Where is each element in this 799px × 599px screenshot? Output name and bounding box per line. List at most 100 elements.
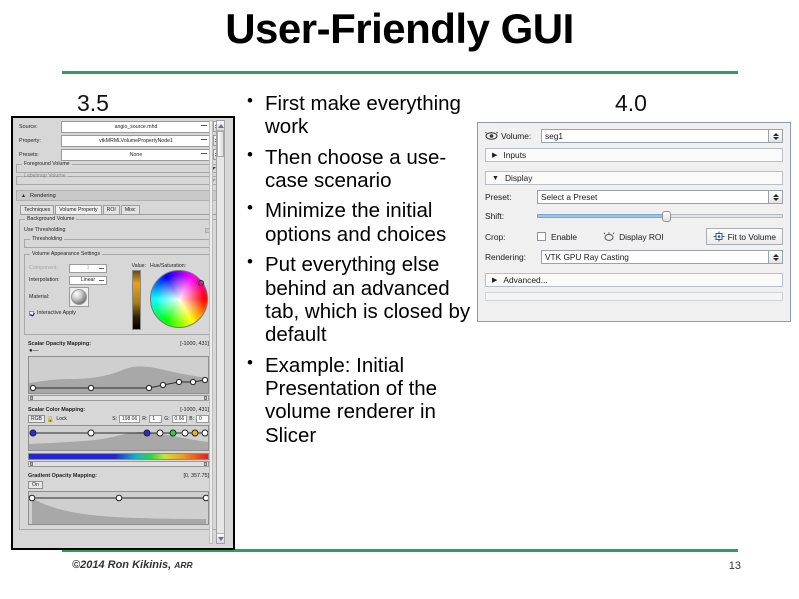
b-label: B: (189, 416, 194, 423)
eyedropper-icon[interactable]: ●— (29, 348, 39, 355)
tab-misc[interactable]: Misc (120, 205, 140, 215)
volume-label: Volume: (501, 131, 532, 141)
fit-to-volume-button[interactable]: Fit to Volume (705, 228, 783, 245)
volume-value: seg1 (545, 131, 563, 141)
component-field[interactable]: 1 (69, 263, 107, 273)
color-transfer-strip[interactable] (28, 453, 209, 461)
volume-spinner[interactable] (769, 129, 783, 143)
interpolation-label: Interpolation: (29, 277, 60, 284)
footer-copyright-text: ©2014 Ron Kikinis, (72, 559, 172, 571)
source-row: Source: angio_source.mhd (16, 120, 221, 133)
interpolation-value: Linear (80, 277, 96, 284)
list-item: Example: Initial Presentation of the vol… (245, 353, 473, 447)
crop-label: Crop: (485, 231, 506, 242)
tab-volume-property[interactable]: Volume Property (55, 205, 102, 215)
advanced-label: Advanced... (503, 275, 548, 285)
component-row: Component: 1 (29, 262, 127, 274)
value-gradient-bar[interactable] (131, 270, 141, 331)
gradient-opacity-header: Gradient Opacity Mapping: [0, 357.75] (24, 473, 213, 479)
advanced-collapsible-header[interactable]: ▶ Advanced... (485, 273, 783, 287)
fit-to-volume-icon (713, 231, 725, 242)
rgb-mode-button[interactable]: RGB (28, 415, 45, 424)
b-value-field[interactable]: 0 (196, 415, 209, 424)
preset-label: Preset: (485, 192, 512, 202)
rendering-combobox[interactable]: VTK GPU Ray Casting (541, 250, 769, 264)
slicer-4-0-panel-screenshot: Volume: seg1 ▶ Inputs ▼ Display Preset: … (477, 122, 791, 322)
interactive-apply-row[interactable]: Interactive Apply (29, 308, 127, 318)
r-value-field[interactable]: 1 (149, 415, 163, 424)
slider-knob[interactable] (662, 210, 672, 222)
version-caption-left: 3.5 (77, 90, 109, 116)
inputs-collapsible-header[interactable]: ▶ Inputs (485, 148, 783, 162)
color-wheel-marker-icon (198, 280, 204, 287)
tab-techniques[interactable]: Techniques (20, 205, 55, 215)
interpolation-combobox[interactable]: Linear (69, 275, 107, 285)
dropdown-dash-icon (99, 267, 104, 269)
dropdown-dash-icon (201, 152, 207, 154)
rendering-value: VTK GPU Ray Casting (545, 252, 629, 262)
dropdown-dash-icon (201, 138, 207, 140)
rendering-row: Rendering: VTK GPU Ray Casting (485, 250, 783, 264)
scrollbar-thumb[interactable] (217, 131, 224, 157)
scalar-opacity-range-slider[interactable] (28, 395, 209, 402)
preset-spinner[interactable] (769, 190, 783, 204)
use-thresholding-row[interactable]: Use Thresholding (24, 225, 213, 235)
foreground-volume-group[interactable]: Foreground Volume (16, 161, 221, 173)
panel-inner-divider (209, 120, 213, 544)
crop-enable-checkbox[interactable] (537, 232, 546, 241)
foreground-volume-label: Foreground Volume (22, 161, 72, 167)
range-handle-max[interactable] (204, 396, 207, 401)
thresholding-legend: Thresholding (30, 236, 64, 243)
rendering-spinner[interactable] (769, 250, 783, 264)
scalar-color-range-slider[interactable] (28, 461, 209, 468)
thresholding-group[interactable]: Thresholding (24, 236, 213, 249)
tab-roi[interactable]: ROI (102, 205, 120, 215)
material-row: Material: (29, 286, 127, 308)
page-number: 13 (728, 560, 741, 572)
labelmap-volume-label: Labelmap Volume (22, 173, 68, 179)
hue-saturation-color-wheel[interactable] (150, 270, 208, 329)
display-collapsible-header[interactable]: ▼ Display (485, 171, 783, 185)
source-value: angio_source.mhd (114, 123, 158, 130)
triangle-up-icon (217, 123, 224, 128)
range-handle-min[interactable] (30, 396, 33, 401)
lock-icon[interactable]: 🔒 (46, 416, 55, 423)
source-combobox[interactable]: angio_source.mhd (61, 120, 211, 133)
material-swatch-button[interactable] (69, 287, 89, 308)
shift-slider[interactable] (537, 209, 783, 223)
g-value-field[interactable]: 0.66 (171, 415, 188, 424)
list-item: Then choose a use-case scenario (245, 145, 473, 193)
display-roi-label[interactable]: Display ROI (619, 231, 664, 242)
scalar-color-graph[interactable] (28, 425, 209, 452)
s-value-field[interactable]: 198.06 (118, 415, 141, 424)
rendering-label: Rendering: (485, 252, 526, 262)
panel-bottom-strip (485, 292, 783, 301)
scalar-opacity-graph[interactable] (28, 356, 209, 395)
scroll-up-button[interactable] (217, 121, 224, 131)
source-label: Source: (19, 123, 38, 130)
component-label: Component: (29, 265, 58, 272)
hue-saturation-label: Hue/Saturation: (150, 263, 187, 270)
range-handle-min[interactable] (30, 462, 33, 467)
shift-label: Shift: (485, 211, 505, 221)
rendering-section-header[interactable]: ▲ Rendering (16, 190, 221, 201)
scalar-opacity-range: [-1000, 431] (180, 341, 209, 348)
preset-combobox[interactable]: Select a Preset (537, 190, 769, 204)
chevron-down-icon: ▼ (492, 174, 499, 182)
labelmap-volume-group[interactable]: Labelmap Volume (16, 173, 221, 185)
crop-enable-label: Enable (551, 231, 578, 242)
eye-icon[interactable] (485, 132, 498, 140)
property-value: vtkMRMLVolumePropertyNode1 (99, 137, 173, 144)
fit-to-volume-label: Fit to Volume (727, 231, 776, 242)
gradient-on-button[interactable]: On (28, 481, 43, 490)
interactive-apply-checkbox[interactable] (29, 310, 34, 316)
property-combobox[interactable]: vtkMRMLVolumePropertyNode1 (61, 134, 211, 147)
vertical-scrollbar[interactable] (216, 120, 225, 544)
volume-combobox[interactable]: seg1 (541, 129, 769, 143)
rendering-section-label: Rendering (29, 192, 56, 199)
scroll-down-button[interactable] (217, 533, 224, 543)
gradient-opacity-graph[interactable] (28, 491, 209, 526)
range-handle-max[interactable] (204, 462, 207, 467)
presets-combobox[interactable]: None (61, 148, 211, 161)
display-roi-icon[interactable] (603, 231, 615, 242)
